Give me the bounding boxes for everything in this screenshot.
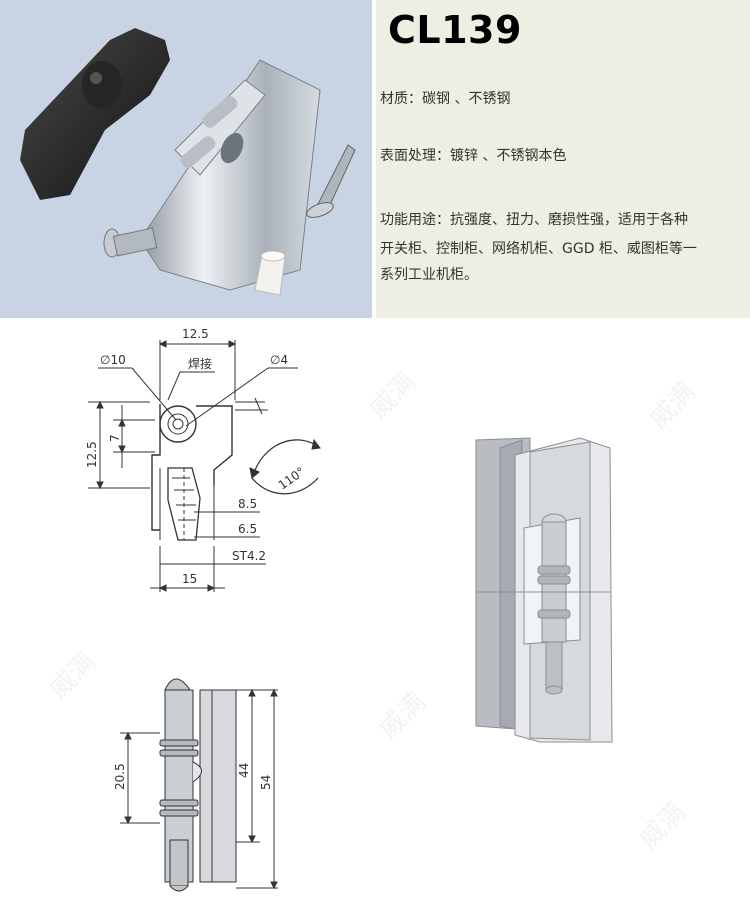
dim-85-label: 8.5 bbox=[238, 497, 257, 511]
dia-left-label: ∅10 bbox=[100, 353, 126, 367]
dim-height-outer-label: 12.5 bbox=[85, 441, 99, 468]
product-photo bbox=[0, 0, 372, 318]
front-drawing-labels: 20.5 44 54 bbox=[113, 763, 273, 790]
dim-top-label: 12.5 bbox=[182, 327, 209, 341]
section-drawing-labels: 12.5 ∅10 焊接 ∅4 12.5 7 110° 8.5 6.5 ST4.2… bbox=[85, 327, 307, 586]
spec-panel: CL139 材质：碳钢 、不锈钢 表面处理：镀锌 、不锈钢本色 功能用途：抗强度… bbox=[376, 0, 750, 318]
drawings-area: 12.5 ∅10 焊接 ∅4 12.5 7 110° 8.5 6.5 ST4.2… bbox=[0, 318, 750, 906]
dim-65-label: 6.5 bbox=[238, 522, 257, 536]
front-drawing bbox=[120, 678, 278, 892]
screw bbox=[306, 144, 356, 218]
dim-44-label: 44 bbox=[237, 763, 251, 778]
screw-label: ST4.2 bbox=[232, 549, 266, 563]
spec-material: 材质：碳钢 、不锈钢 bbox=[380, 91, 511, 107]
model-title: CL139 bbox=[388, 8, 522, 52]
dim-height-inner-label: 7 bbox=[108, 434, 122, 442]
dim-bottom-label: 15 bbox=[182, 572, 197, 586]
hinge-body bbox=[139, 59, 321, 291]
dia-right-label: ∅4 bbox=[270, 353, 288, 367]
section-drawing bbox=[88, 340, 321, 592]
product-photo-illustration bbox=[20, 28, 356, 296]
spec-surface: 表面处理：镀锌 、不锈钢本色 bbox=[380, 148, 567, 164]
plastic-block bbox=[20, 28, 170, 200]
installation-3d bbox=[475, 437, 613, 743]
plastic-plug bbox=[254, 250, 286, 296]
spec-usage-line-3: 系列工业机柜。 bbox=[380, 267, 478, 283]
bolt bbox=[103, 227, 158, 258]
spec-usage-line-1: 功能用途：抗强度、扭力、磨损性强，适用于各种 bbox=[380, 212, 688, 228]
dim-205-label: 20.5 bbox=[113, 763, 127, 790]
dim-54-label: 54 bbox=[259, 775, 273, 790]
spec-usage-line-2: 开关柜、控制柜、网络机柜、GGD 柜、威图柜等一 bbox=[380, 241, 697, 257]
weld-label: 焊接 bbox=[188, 356, 212, 371]
angle-label: 110° bbox=[276, 464, 308, 492]
